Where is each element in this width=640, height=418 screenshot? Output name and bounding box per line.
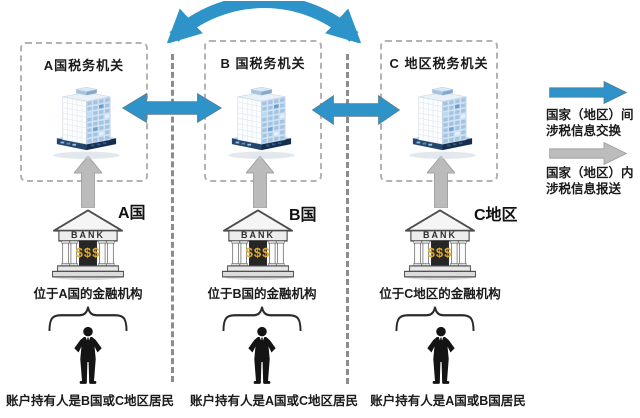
account-holder-caption-a: 账户持有人是B国或C地区居民 <box>5 394 175 408</box>
column-separator-ab <box>171 54 174 382</box>
legend-exchange-arrow-icon <box>548 80 628 105</box>
office-building-icon-c <box>404 75 478 163</box>
office-building-icon-a <box>48 75 122 163</box>
tax-authority-title-b: B 国税务机关 <box>220 56 306 71</box>
exchange-arc-arrow-icon <box>166 1 362 43</box>
tax-authority-title-c: C 地区税务机关 <box>389 56 489 71</box>
region-label-a: A国 <box>118 205 146 222</box>
person-icon-b <box>243 322 281 390</box>
institution-caption-a: 位于A国的金融机构 <box>33 287 143 301</box>
legend-report-label: 国家（地区）内 涉税信息报送 <box>546 165 634 197</box>
region-label-c: C地区 <box>474 207 518 224</box>
bank-sign-a: BANK <box>71 230 105 240</box>
account-holder-caption-b: 账户持有人是A国或C地区居民 <box>189 394 359 408</box>
tax-authority-title-a: A国税务机关 <box>43 58 125 73</box>
institution-caption-b: 位于B国的金融机构 <box>207 287 317 301</box>
bank-icon-b <box>220 208 296 280</box>
bank-money-b: $$$ <box>245 245 271 260</box>
exchange-arrow-icon-bc <box>311 94 401 126</box>
person-icon-a <box>69 322 107 390</box>
account-holder-caption-c: 账户持有人是A国或B国居民 <box>370 394 526 408</box>
bank-money-c: $$$ <box>427 245 453 260</box>
bank-icon-c <box>402 208 478 280</box>
legend-exchange-label: 国家（地区）间 涉税信息交换 <box>546 107 634 139</box>
bank-money-a: $$$ <box>75 245 101 260</box>
column-separator-bc <box>346 54 349 384</box>
person-icon-c <box>422 322 460 390</box>
legend-report-arrow-icon <box>548 141 628 166</box>
office-building-icon-b <box>223 75 297 163</box>
exchange-arrow-icon-ab <box>121 92 223 124</box>
institution-caption-c: 位于C地区的金融机构 <box>379 287 501 301</box>
legend-report-label-line1: 国家（地区）内 <box>546 166 634 180</box>
bank-icon-a <box>50 208 126 280</box>
report-up-arrow-icon-b <box>246 156 274 208</box>
bank-sign-c: BANK <box>423 230 457 240</box>
region-label-b: B国 <box>289 207 317 224</box>
legend-report-label-line2: 涉税信息报送 <box>546 182 622 196</box>
legend-exchange-label-line2: 涉税信息交换 <box>546 124 622 138</box>
bank-sign-b: BANK <box>241 230 275 240</box>
legend-exchange-label-line1: 国家（地区）间 <box>546 108 634 122</box>
report-up-arrow-icon-c <box>427 156 455 208</box>
report-up-arrow-icon-a <box>74 156 102 208</box>
